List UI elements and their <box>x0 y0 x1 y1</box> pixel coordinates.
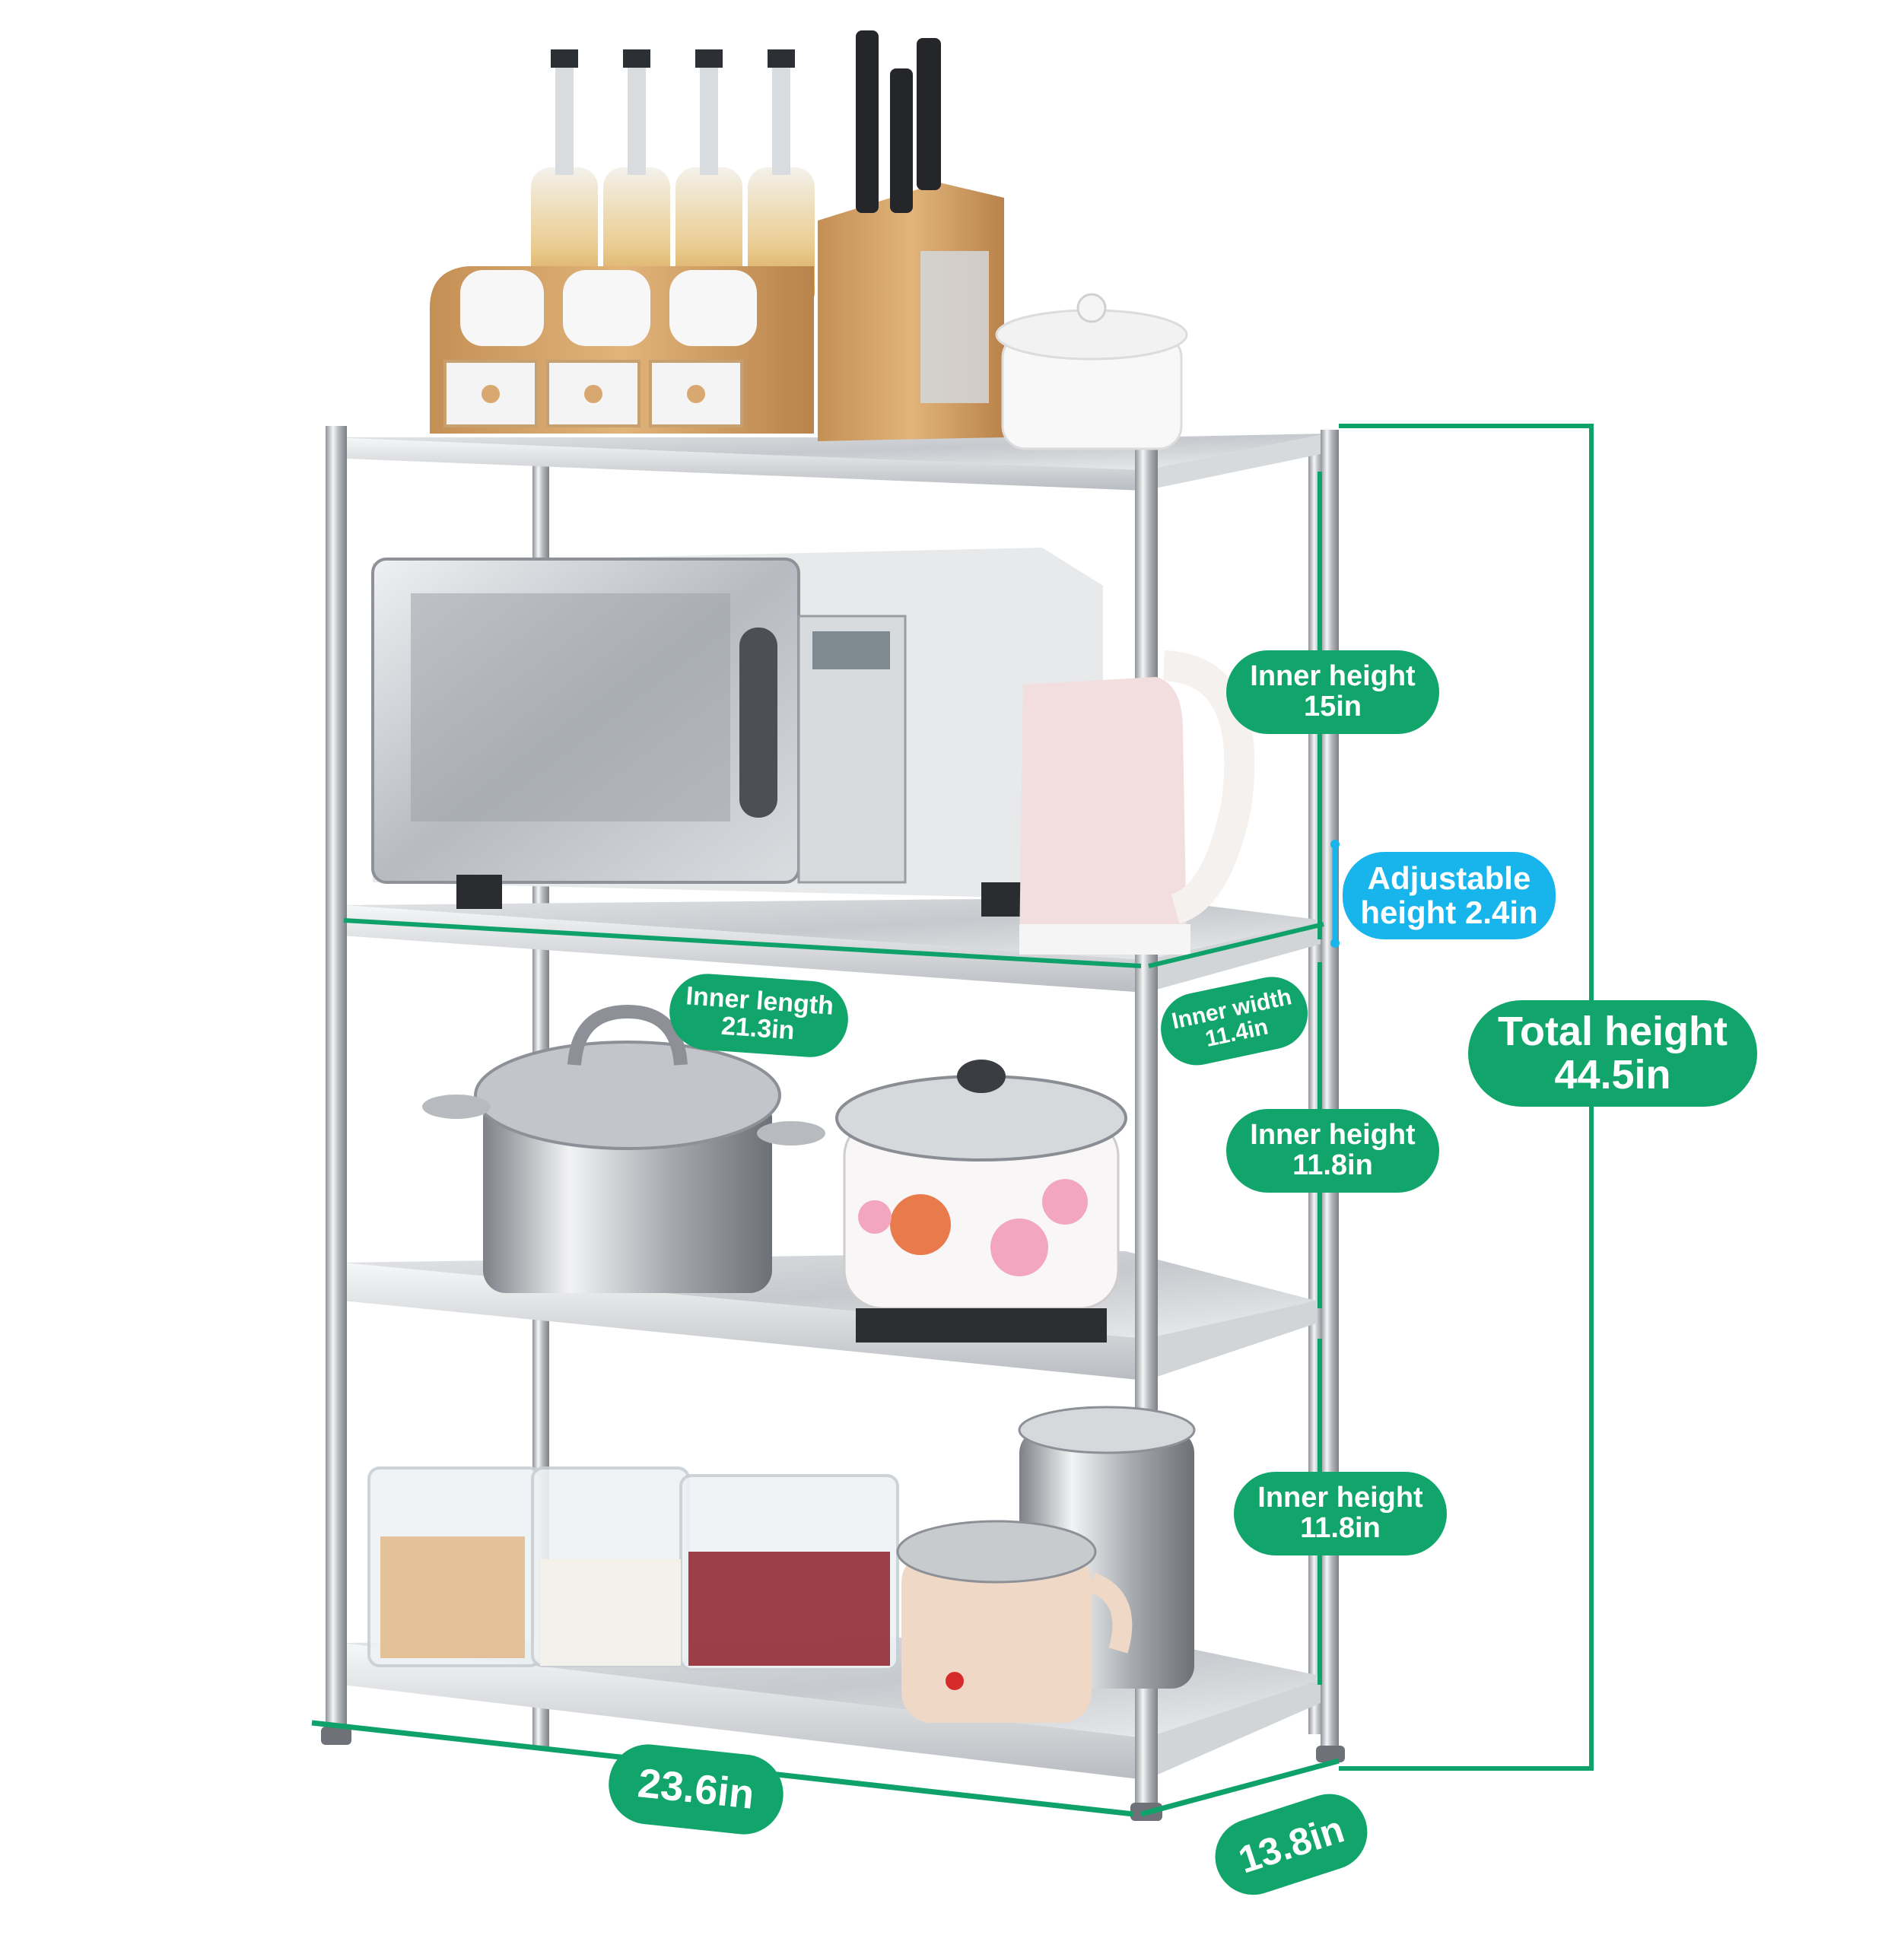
rack-post-front-left <box>326 426 347 1734</box>
electric-kettle <box>1019 650 1255 955</box>
microwave <box>371 548 1103 917</box>
width-value: 23.6in <box>635 1760 757 1818</box>
badge-total-height <box>1468 1000 1757 1107</box>
knife-block <box>818 30 1004 441</box>
inner-height-bottom-title: Inner height <box>1257 1482 1423 1514</box>
badge-inner-height-bottom <box>1234 1472 1447 1555</box>
badge-adjustable-height <box>1343 852 1556 939</box>
inner-height-middle-title: Inner height <box>1250 1119 1416 1152</box>
inner-height-middle-label: Inner height 11.8in <box>1226 1109 1439 1193</box>
inner-height-top-title: Inner height <box>1250 660 1416 693</box>
rack-foot-left <box>321 1727 351 1745</box>
adjustable-height-value: height 2.4in <box>1360 894 1538 930</box>
inner-height-top-label: Inner height 15in <box>1226 650 1439 734</box>
total-height-value: 44.5in <box>1554 1052 1671 1098</box>
inner-length-line <box>343 918 1142 968</box>
depth-line <box>1140 1758 1340 1817</box>
adjustable-height-title: Adjustable <box>1367 860 1531 897</box>
inner-length-label: Inner length 21.3in <box>667 971 850 1060</box>
total-height-title: Total height <box>1498 1009 1728 1055</box>
rack-foot-rear-right <box>1316 1746 1345 1762</box>
electric-cooker <box>896 1520 1133 1723</box>
shelf-1 <box>329 434 1328 491</box>
inner-height-bottom-value: 11.8in <box>1300 1512 1381 1544</box>
inner-height-top-value: 15in <box>1303 691 1362 723</box>
badge-inner-height-middle <box>1226 1109 1439 1193</box>
rice-cooker <box>835 1060 1127 1343</box>
inner-height-bottom-label: Inner height 11.8in <box>1234 1472 1447 1555</box>
depth-value: 13.8in <box>1233 1807 1349 1882</box>
inner-height-middle-value: 11.8in <box>1292 1149 1373 1181</box>
storage-boxes <box>367 1466 899 1671</box>
total-height-label: Total height 44.5in <box>1468 1000 1757 1107</box>
badge-inner-width <box>1161 977 1308 1066</box>
badge-inner-length <box>669 974 848 1057</box>
badge-width <box>609 1744 784 1835</box>
stock-pot <box>422 1004 825 1293</box>
badge-inner-height-top <box>1226 650 1439 734</box>
inner-width-line <box>1148 922 1324 968</box>
ceramic-pot <box>995 293 1188 450</box>
badge-depth <box>1215 1794 1368 1895</box>
adjustable-height-label: Adjustable height 2.4in <box>1343 852 1556 939</box>
inner-length-value: 21.3in <box>720 1011 796 1046</box>
seasoning-rack <box>430 266 814 434</box>
